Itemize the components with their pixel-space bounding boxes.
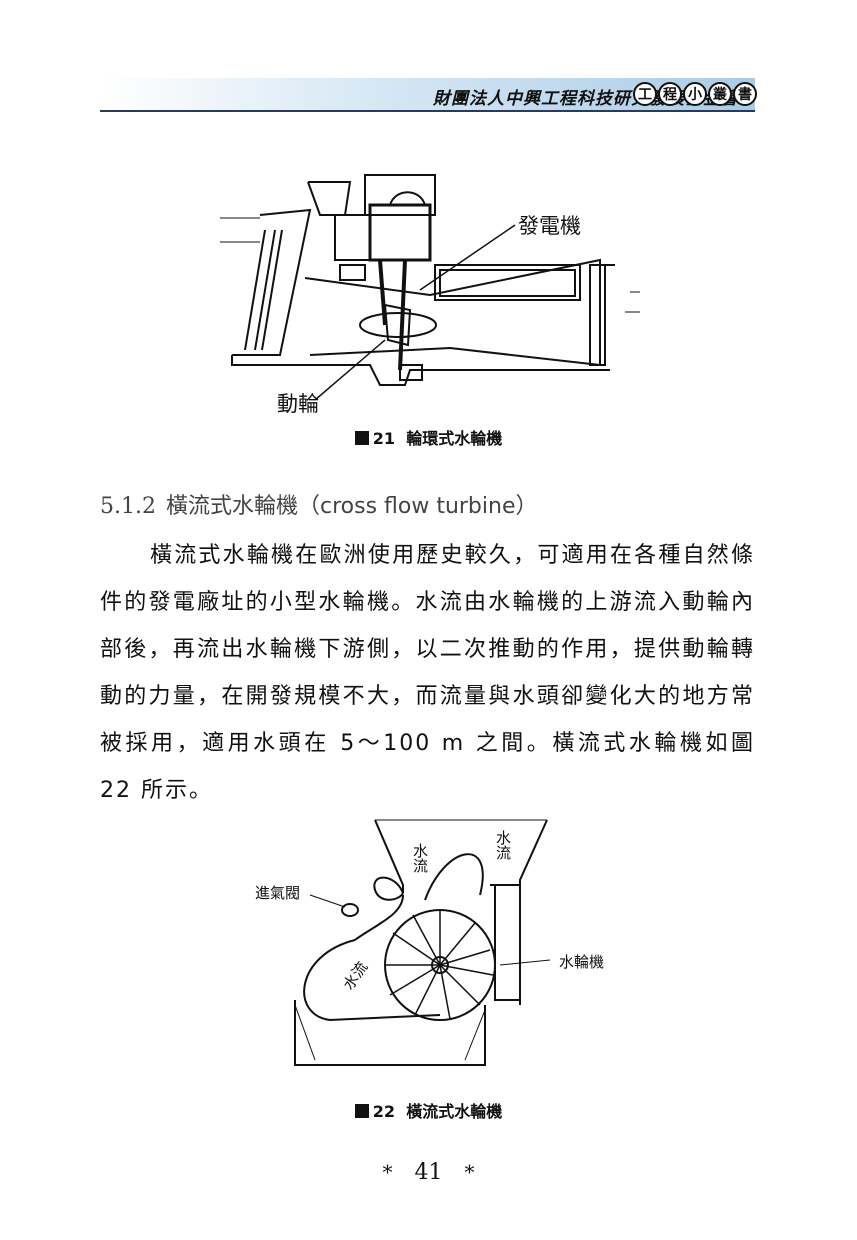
figure-22-caption: 22 橫流式水輪機 <box>0 1098 857 1122</box>
caption-title: 輪環式水輪機 <box>406 429 503 448</box>
figure-mark-icon <box>354 431 369 445</box>
caption-number: 22 <box>372 1102 396 1121</box>
series-char: 小 <box>683 82 707 106</box>
page-footer: * 41 * <box>0 1160 857 1185</box>
air-valve-label: 進氣閥 <box>255 884 301 902</box>
section-number: 5.1.2 <box>100 494 156 519</box>
water-flow-label-2: 水流 <box>494 830 512 860</box>
series-char: 程 <box>658 82 682 106</box>
turbine-label: 水輪機 <box>559 953 605 971</box>
star-ornament: * <box>382 1160 393 1184</box>
caption-number: 21 <box>372 429 396 448</box>
figure-22-diagram <box>275 815 575 1075</box>
body-paragraph: 橫流式水輪機在歐洲使用歷史較久，可適用在各種自然條件的發電廠址的小型水輪機。水流… <box>100 543 755 803</box>
generator-label: 發電機 <box>518 214 581 238</box>
runner-label: 動輪 <box>277 392 319 416</box>
page-number: 41 <box>414 1160 443 1185</box>
figure-21-diagram <box>220 170 640 415</box>
figure-21-caption: 21 輪環式水輪機 <box>0 425 857 449</box>
series-char: 書 <box>733 82 757 106</box>
series-char: 叢 <box>708 82 732 106</box>
star-ornament: * <box>464 1160 475 1184</box>
caption-title: 橫流式水輪機 <box>406 1102 503 1121</box>
water-flow-label-1: 水流 <box>411 843 429 873</box>
section-heading: 5.1.2 橫流式水輪機（cross flow turbine） <box>100 488 538 520</box>
section-title: 橫流式水輪機（cross flow turbine） <box>165 494 538 519</box>
series-char: 工 <box>633 82 657 106</box>
figure-mark-icon <box>354 1104 369 1118</box>
series-badge: 工 程 小 叢 書 <box>633 82 757 106</box>
